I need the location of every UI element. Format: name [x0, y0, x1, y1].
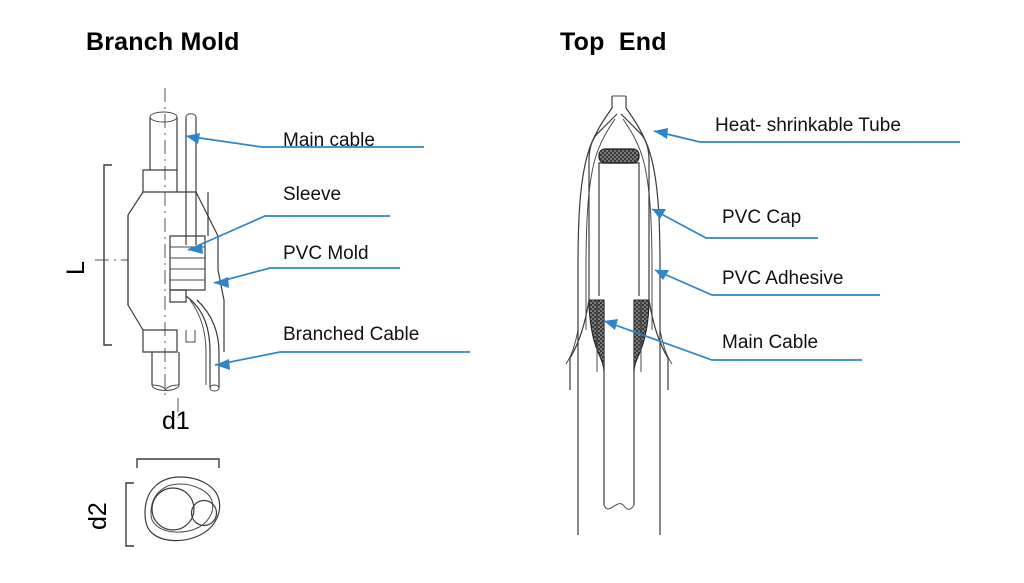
callout-label-sleeve: Sleeve — [283, 184, 342, 205]
dimension-label-d2: d2 — [84, 502, 112, 530]
callout-leader-pvc-cap — [651, 208, 818, 239]
callout-label-pvc-adhesive: PVC Adhesive — [722, 268, 844, 289]
callout-leader-branched-cable — [214, 351, 470, 370]
callout-leader-heat-shrinkable-tube — [653, 128, 960, 143]
panel-title-branch-mold: Branch Mold — [86, 28, 240, 56]
branch-mold-assembly — [127, 111, 225, 392]
callout-label-pvc-mold: PVC Mold — [283, 243, 369, 264]
panel-title-top-end: Top End — [560, 28, 667, 56]
dimension-bracket-d1 — [136, 398, 220, 468]
callout-leader-main-cable-top-end — [603, 319, 862, 361]
dimension-label-d1: d1 — [162, 407, 190, 435]
callout-leader-sleeve — [187, 215, 390, 254]
callout-label-main-cable: Main cable — [283, 130, 375, 151]
callout-label-branched-cable: Branched Cable — [283, 324, 420, 345]
callout-label-main-cable-top-end: Main Cable — [722, 332, 819, 353]
callout-leader-main-cable — [185, 133, 424, 148]
callout-leader-pvc-adhesive — [654, 269, 880, 296]
cross-section-shape — [144, 476, 221, 542]
dimension-bracket-length — [103, 164, 112, 346]
dimension-bracket-d2 — [125, 482, 134, 547]
branch-mold-centerline — [95, 88, 166, 398]
callout-label-pvc-cap: PVC Cap — [722, 207, 802, 228]
dimension-label-length: L — [62, 261, 90, 275]
callout-label-heat-shrinkable-tube: Heat- shrinkable Tube — [715, 115, 901, 136]
top-end-assembly — [565, 95, 673, 535]
callout-leader-pvc-mold — [213, 267, 400, 288]
